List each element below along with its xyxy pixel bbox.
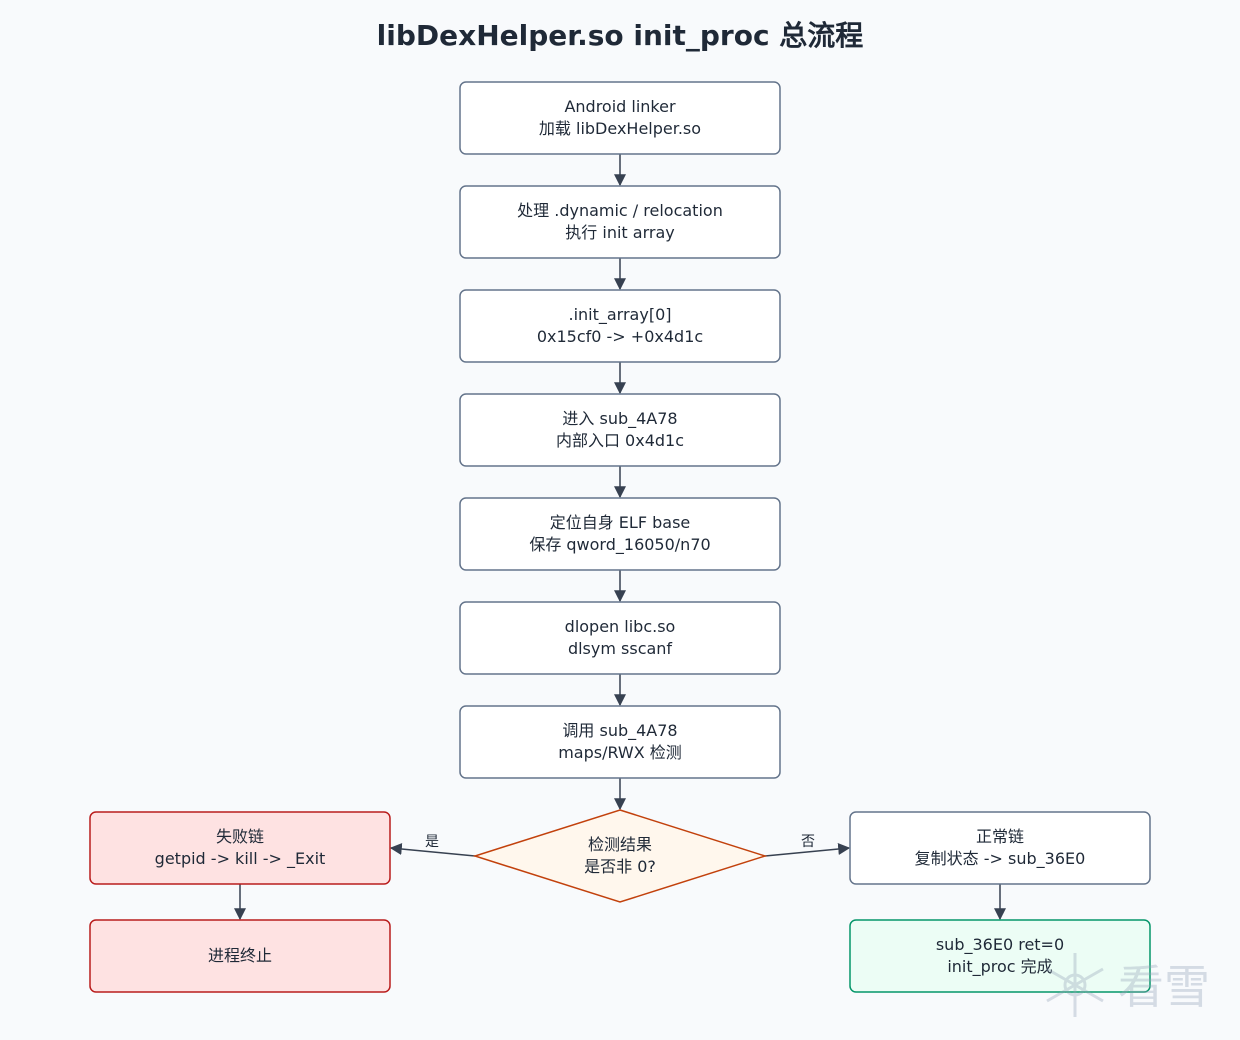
node-dlopen-line1: dlopen libc.so: [565, 617, 676, 636]
node-process-terminate: 进程终止: [89, 919, 391, 993]
node-process-dynamic: 处理 .dynamic / relocation 执行 init array: [459, 185, 781, 259]
node-android-linker: Android linker 加载 libDexHelper.so: [459, 81, 781, 155]
edge-decision-fail: [389, 843, 476, 857]
node-process-dynamic-line2: 执行 init array: [565, 223, 674, 242]
node-enter-sub: 进入 sub_4A78 内部入口 0x4d1c: [459, 393, 781, 467]
node-process-terminate-label: 进程终止: [208, 946, 272, 965]
node-call-sub-line1: 调用 sub_4A78: [562, 721, 677, 741]
node-normal-chain: 正常链 复制状态 -> sub_36E0: [849, 811, 1151, 885]
node-normal-chain-line1: 正常链: [976, 827, 1024, 846]
node-fail-chain-line1: 失败链: [216, 827, 264, 846]
node-call-sub-line2: maps/RWX 检测: [558, 743, 682, 762]
node-init-array-line1: .init_array[0]: [568, 305, 671, 325]
node-decision: 检测结果 是否非 0?: [472, 809, 768, 903]
edge-decision-normal: [764, 843, 851, 857]
edge-label-no: 否: [801, 834, 815, 850]
node-locate-elf: 定位自身 ELF base 保存 qword_16050/n70: [459, 497, 781, 571]
kanxue-watermark-logo: 看雪: [1046, 953, 1210, 1017]
node-fail-chain: 失败链 getpid -> kill -> _Exit: [89, 811, 391, 885]
watermark-text: 看雪: [1118, 960, 1210, 1014]
node-dlopen-line2: dlsym sscanf: [568, 639, 672, 658]
node-android-linker-line2: 加载 libDexHelper.so: [539, 119, 701, 138]
node-fail-chain-line2: getpid -> kill -> _Exit: [155, 849, 326, 869]
node-locate-elf-line2: 保存 qword_16050/n70: [529, 535, 710, 555]
node-decision-line1: 检测结果: [588, 835, 652, 854]
node-android-linker-line1: Android linker: [564, 97, 676, 116]
node-init-array: .init_array[0] 0x15cf0 -> +0x4d1c: [459, 289, 781, 363]
node-init-array-line2: 0x15cf0 -> +0x4d1c: [537, 327, 703, 346]
diagram-title: libDexHelper.so init_proc 总流程: [376, 19, 864, 52]
node-dlopen: dlopen libc.so dlsym sscanf: [459, 601, 781, 675]
edge-label-yes: 是: [425, 834, 439, 850]
node-init-done-line2: init_proc 完成: [947, 957, 1052, 977]
node-process-dynamic-line1: 处理 .dynamic / relocation: [517, 201, 723, 220]
node-decision-line2: 是否非 0?: [584, 857, 656, 876]
snowflake-icon: [1046, 953, 1104, 1017]
node-normal-chain-line2: 复制状态 -> sub_36E0: [915, 849, 1086, 869]
node-enter-sub-line1: 进入 sub_4A78: [562, 409, 677, 429]
edges: [234, 154, 1006, 921]
node-init-done: sub_36E0 ret=0 init_proc 完成: [849, 919, 1151, 993]
node-call-sub: 调用 sub_4A78 maps/RWX 检测: [459, 705, 781, 779]
node-locate-elf-line1: 定位自身 ELF base: [550, 513, 691, 532]
node-enter-sub-line2: 内部入口 0x4d1c: [556, 431, 684, 450]
node-init-done-line1: sub_36E0 ret=0: [936, 935, 1064, 955]
